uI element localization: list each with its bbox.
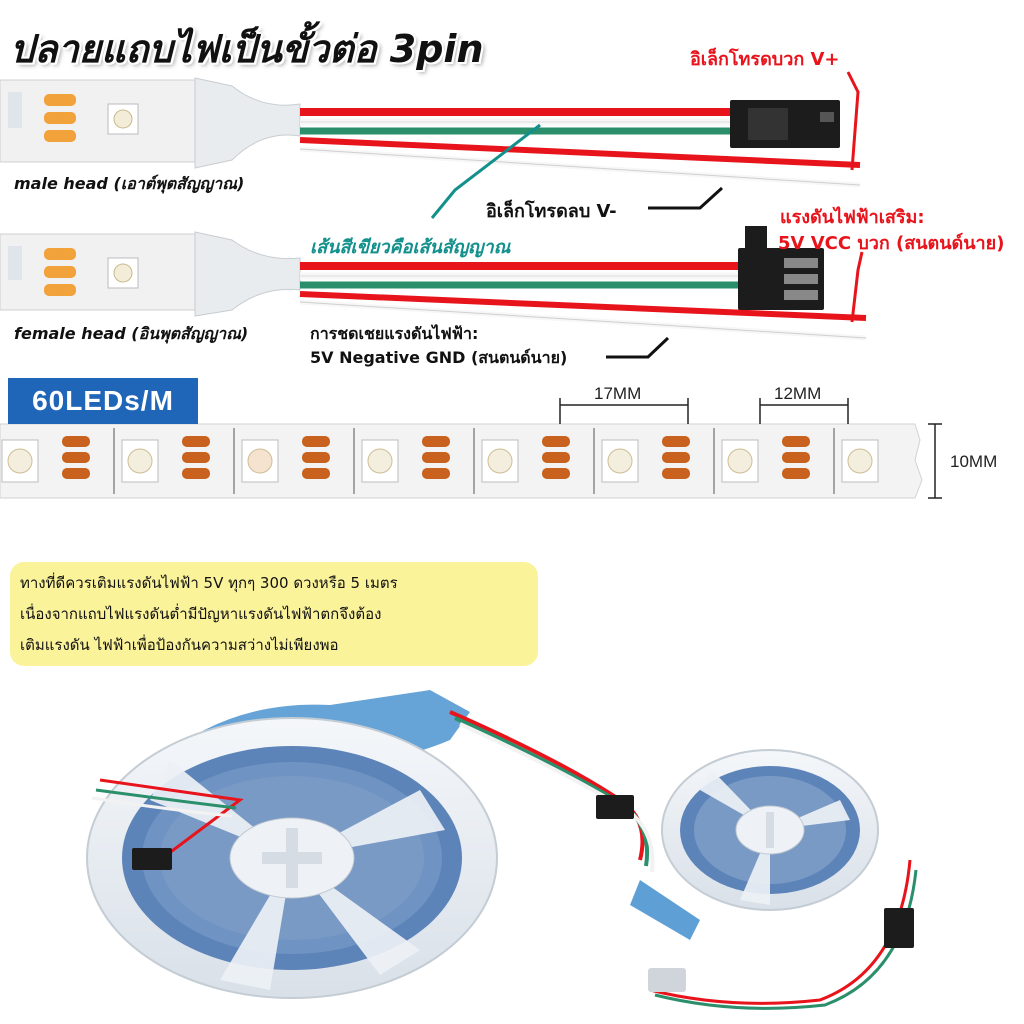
male-head-strip xyxy=(0,79,201,163)
female-head-wires xyxy=(299,262,867,341)
female-head-sleeve xyxy=(194,231,301,317)
note-line-2: เนื่องจากแถบไฟแรงดันต่ำมีปัญหาแรงดันไฟฟ้… xyxy=(20,605,382,623)
dimension-pad-label: 12MM xyxy=(774,384,822,403)
strip-led xyxy=(121,439,159,483)
strip-solder-pads xyxy=(62,436,90,479)
led-reels-photo xyxy=(86,690,918,1010)
strip-solder-pads xyxy=(662,436,690,479)
strip-solder-pads xyxy=(542,436,570,479)
label-signal-line: เส้นสีเขียวคือเส้นสัญญาณ xyxy=(310,237,511,258)
label-compensation-line1: การชดเชยแรงดันไฟฟ้า: xyxy=(310,324,479,343)
male-connector xyxy=(730,100,840,148)
female-connector xyxy=(738,226,824,310)
label-electrode-positive: อิเล็กโทรดบวก V+ xyxy=(690,49,840,70)
label-electrode-negative: อิเล็กโทรดลบ V- xyxy=(486,201,617,222)
strip-solder-pads xyxy=(782,436,810,479)
female-head-strip xyxy=(0,233,201,311)
label-compensation-line2: 5V Negative GND (สนตนด์นาย) xyxy=(310,348,568,367)
dimension-marks xyxy=(559,398,942,499)
label-boost-line2: 5V VCC บวก (สนตนด์นาย) xyxy=(778,233,1005,254)
pointer-signal xyxy=(430,123,541,219)
strip-led xyxy=(1,439,39,483)
male-head-sleeve xyxy=(194,77,301,169)
strip-solder-pads xyxy=(302,436,330,479)
dimension-pitch-label: 17MM xyxy=(594,384,642,403)
pointer-boost xyxy=(850,251,864,323)
led-strip xyxy=(0,423,923,499)
pointer-vplus xyxy=(846,71,860,171)
strip-solder-pads xyxy=(422,436,450,479)
pointer-vminus xyxy=(648,186,724,210)
page-title: ปลายแถบไฟเป็นขั้วต่อ 3pin xyxy=(10,27,484,71)
pointer-compensation xyxy=(606,336,670,359)
label-boost-line1: แรงดันไฟฟ้าเสริม: xyxy=(780,207,925,228)
strip-led xyxy=(841,439,879,483)
note-line-3: เติมแรงดัน ไฟฟ้าเพื่อป้องกันความสว่างไม่… xyxy=(20,636,339,654)
label-female-head: female head (อินพุตสัญญาณ) xyxy=(14,324,249,343)
strip-led xyxy=(481,439,519,483)
strip-solder-pads xyxy=(182,436,210,479)
strip-led xyxy=(601,439,639,483)
strip-led xyxy=(361,439,399,483)
voltage-note-box: ทางที่ดีควรเติมแรงดันไฟฟ้า 5V ทุกๆ 300 ด… xyxy=(10,562,538,666)
led-density-badge: 60LEDs/M xyxy=(8,378,198,424)
strip-led xyxy=(721,439,759,483)
strip-led xyxy=(241,439,279,483)
note-line-1: ทางที่ดีควรเติมแรงดันไฟฟ้า 5V ทุกๆ 300 ด… xyxy=(20,574,398,592)
label-male-head: male head (เอาต์พุตสัญญาณ) xyxy=(14,174,245,193)
dimension-width-label: 10MM xyxy=(950,452,998,471)
male-head-wires xyxy=(299,108,861,188)
